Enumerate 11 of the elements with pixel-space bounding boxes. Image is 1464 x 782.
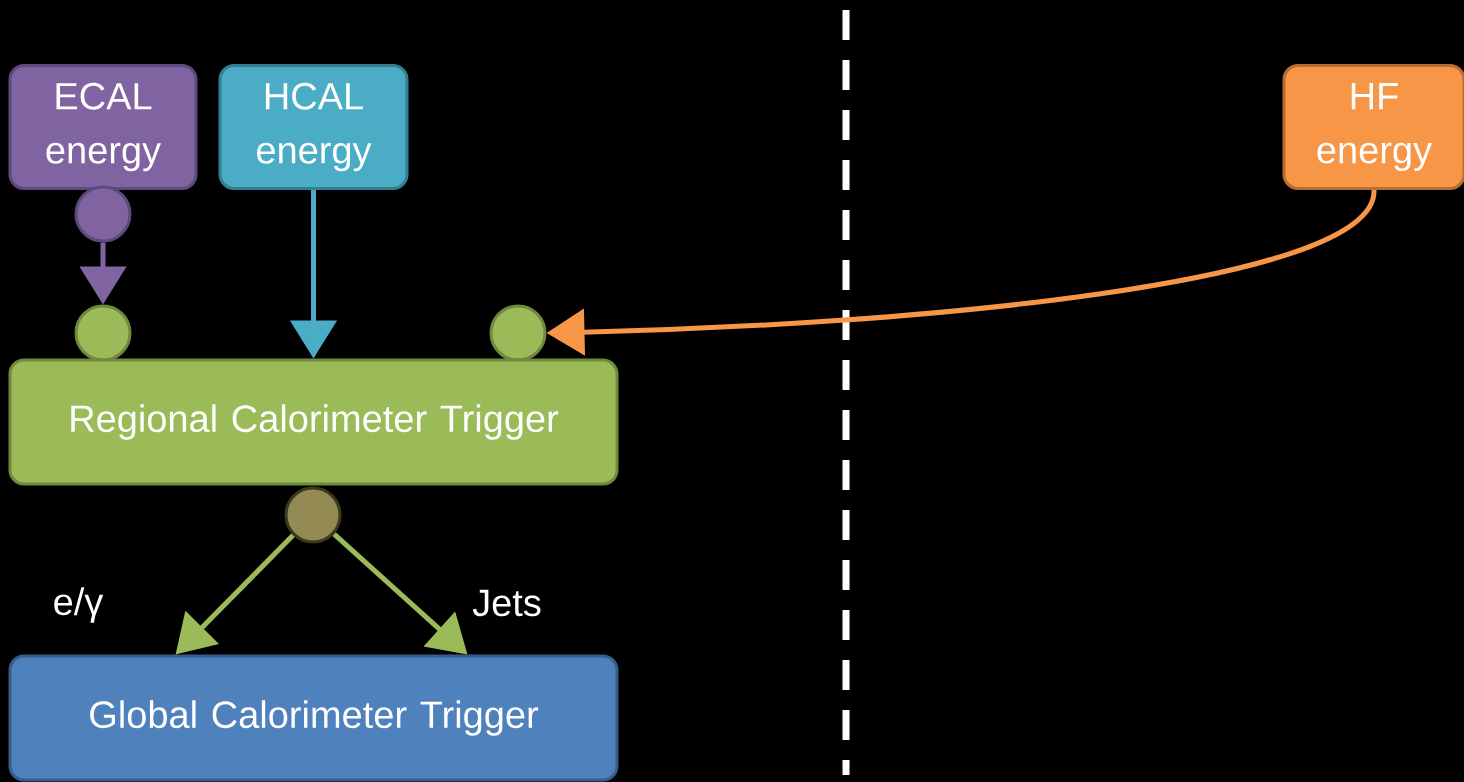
connector-circle xyxy=(489,304,547,362)
edge-label: Jets xyxy=(468,585,546,621)
process-box: ECAL energy xyxy=(8,64,198,190)
connector-circle xyxy=(284,486,342,544)
connector-circle xyxy=(74,185,132,243)
process-box: HF energy xyxy=(1282,64,1464,190)
process-box: HCAL energy xyxy=(218,64,409,190)
process-box: Global Calorimeter Trigger xyxy=(8,654,619,782)
process-box: Regional Calorimeter Trigger xyxy=(8,358,619,486)
edge-label: e/γ xyxy=(48,583,108,627)
connector-circle xyxy=(74,304,132,362)
